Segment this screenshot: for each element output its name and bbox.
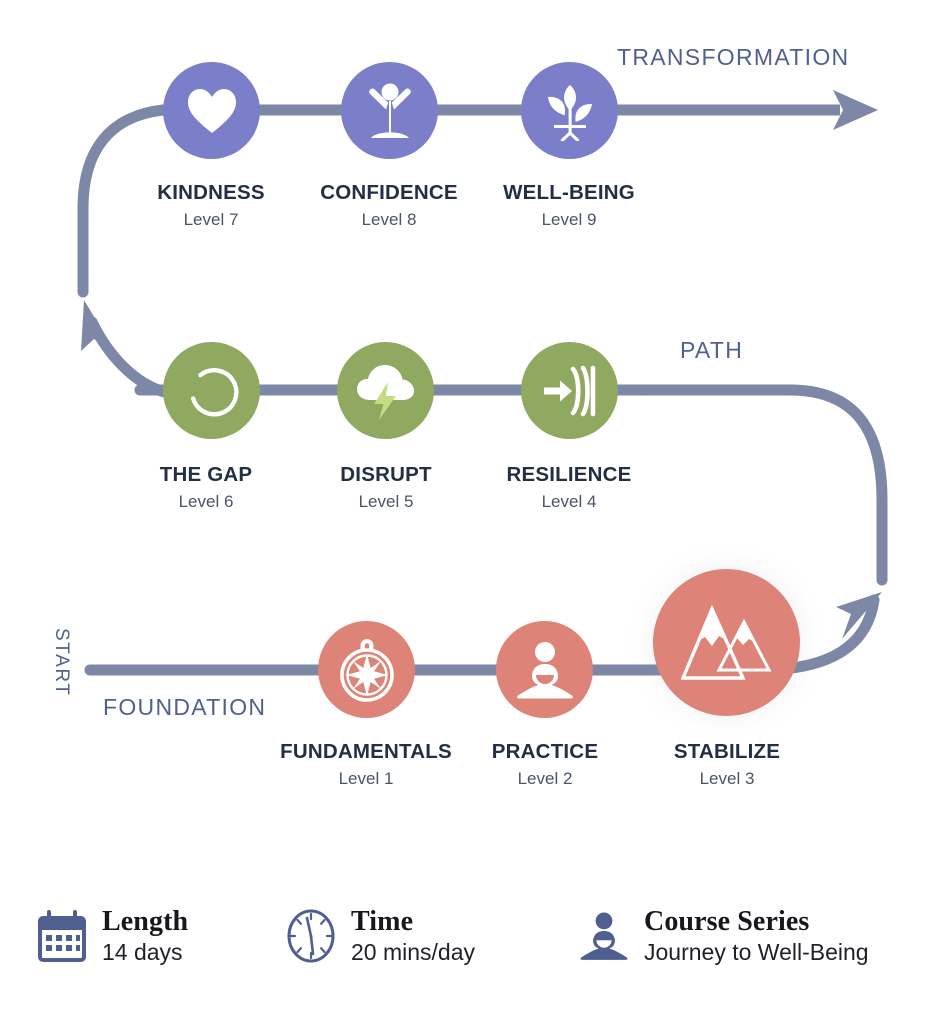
node-disrupt[interactable] [337,342,434,439]
node-title: WELL-BEING [503,181,635,204]
node-title: CONFIDENCE [320,181,458,204]
caption-confidence: CONFIDENCE Level 8 [320,181,458,229]
sprout-icon [547,84,592,141]
node-level: Level 7 [183,209,239,229]
meta-item-length: Length 14 days [36,906,188,966]
node-wellbeing[interactable] [521,62,618,159]
node-level: Level 1 [338,768,394,788]
meta-item-course-series: Course Series Journey to Well-Being [578,906,869,966]
person-icon [368,83,411,138]
meta-item-time: Time 20 mins/day [285,906,475,966]
meditation-icon [578,908,630,964]
caption-practice: PRACTICE Level 2 [491,740,599,788]
course-meta-bar: Length 14 days Time [0,890,934,1000]
node-fundamentals[interactable] [318,621,415,718]
meta-title: Length [102,906,189,937]
node-title: KINDNESS [157,181,265,204]
path-to-transformation-arrowhead [81,300,117,355]
node-title: RESILIENCE [506,463,632,486]
node-level: Level 9 [541,209,597,229]
meditation-icon [516,641,573,698]
caption-resilience: RESILIENCE Level 4 [506,463,632,511]
node-stabilize[interactable] [653,569,800,716]
stage-label-path: PATH [680,337,744,363]
circle-gap-icon [190,367,238,416]
transformation-arrowhead [833,90,878,130]
arrow-barrier-icon [543,365,595,416]
mountains-icon [680,604,771,680]
node-the-gap[interactable] [163,342,260,439]
node-level: Level 2 [517,768,573,788]
meta-value: 14 days [102,939,183,966]
node-level: Level 8 [361,209,417,229]
stage-label-start: START [51,628,72,697]
path-to-transformation-lower [86,316,174,399]
node-title: STABILIZE [673,740,781,763]
meta-value: Journey to Well-Being [644,939,869,966]
calendar-icon [36,908,88,964]
caption-the-gap: THE GAP Level 6 [159,463,253,511]
stage-label-transformation: TRANSFORMATION [617,44,850,70]
clock-icon [285,908,337,964]
node-title: FUNDAMENTALS [280,740,452,763]
caption-wellbeing: WELL-BEING Level 9 [503,181,635,229]
node-practice[interactable] [496,621,593,718]
caption-stabilize: STABILIZE Level 3 [673,740,781,788]
meta-title: Time [351,906,414,937]
caption-disrupt: DISRUPT Level 5 [340,463,432,511]
stage-label-foundation: FOUNDATION [103,694,267,720]
node-confidence[interactable] [341,62,438,159]
heart-icon [187,88,236,133]
caption-kindness: KINDNESS Level 7 [157,181,265,229]
node-level: Level 5 [358,491,414,511]
path-right-curve [618,384,888,586]
caption-fundamentals: FUNDAMENTALS Level 1 [280,740,452,788]
node-resilience[interactable] [521,342,618,439]
node-level: Level 3 [699,768,755,788]
compass-icon [339,638,394,702]
meta-title: Course Series [644,906,810,937]
node-title: THE GAP [159,463,253,486]
meta-value: 20 mins/day [351,939,476,966]
node-level: Level 6 [178,491,234,511]
node-level: Level 4 [541,491,597,511]
path-to-transformation-curve [77,104,169,298]
foundation-to-path-arrowhead [836,592,882,639]
node-kindness[interactable] [163,62,260,159]
node-title: DISRUPT [340,463,432,486]
node-title: PRACTICE [491,740,599,763]
storm-cloud-icon [356,364,414,420]
